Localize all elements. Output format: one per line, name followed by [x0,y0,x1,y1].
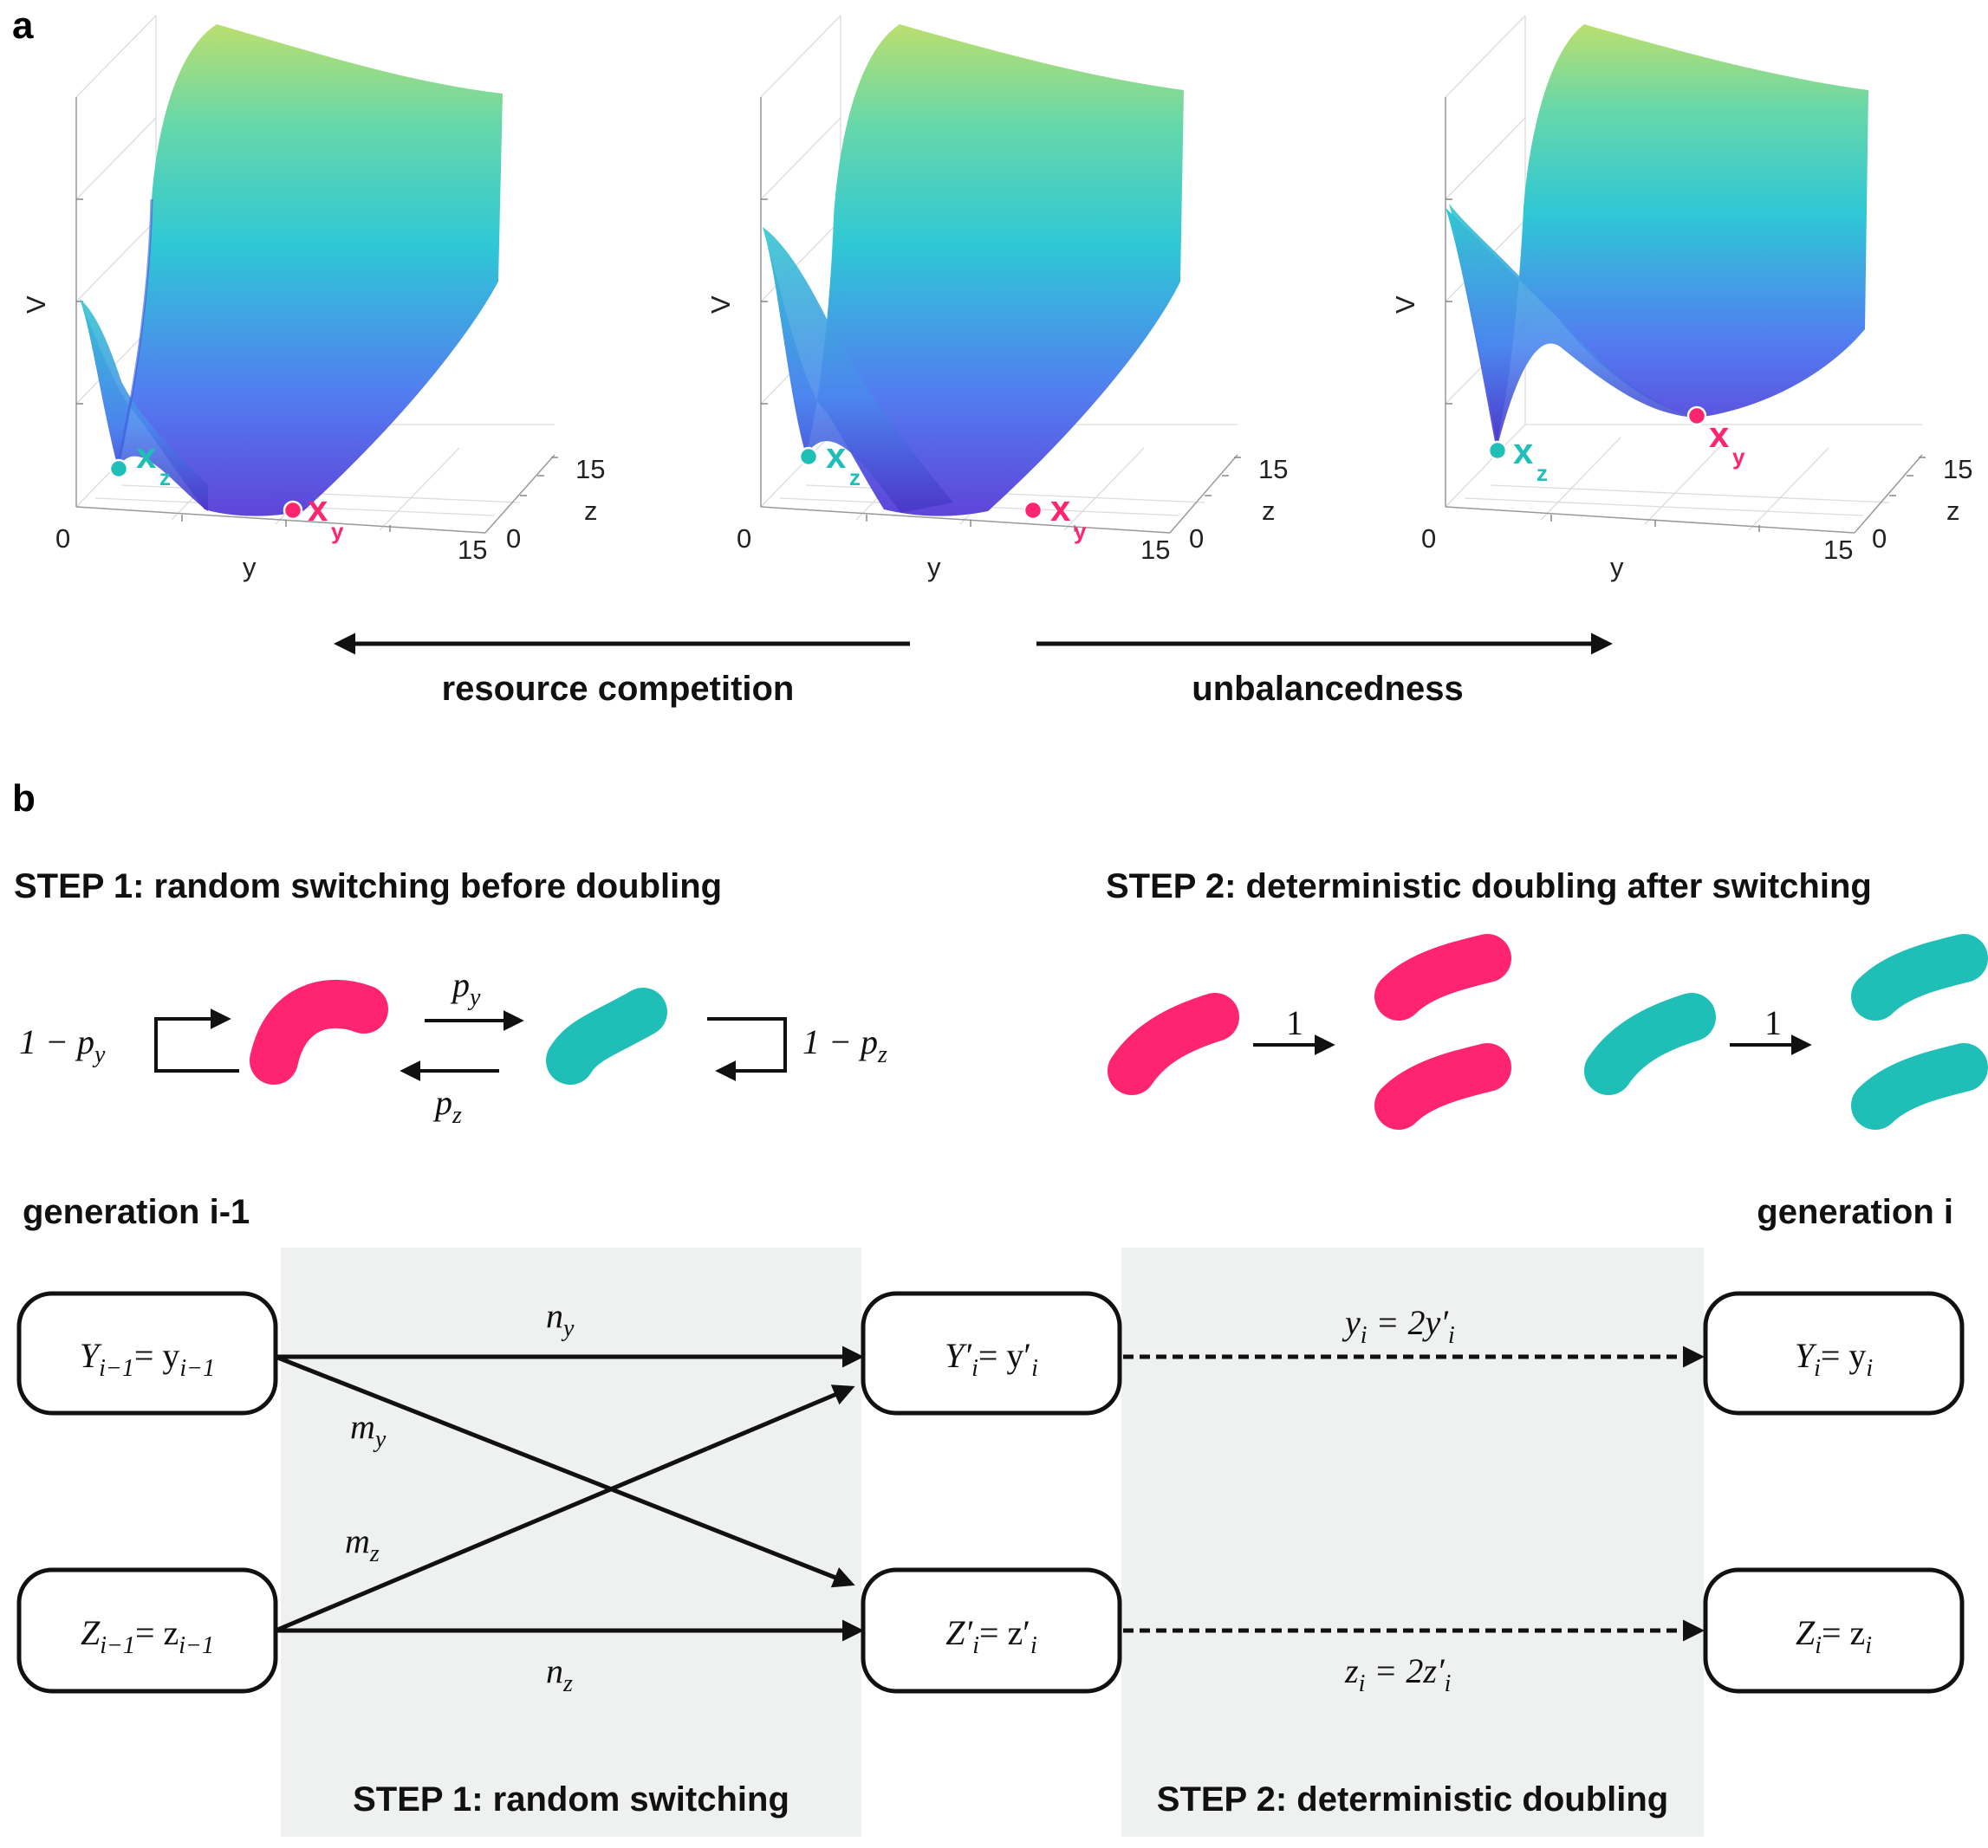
switch-py-label: py [450,965,481,1011]
svg-text:y: y [1732,444,1745,470]
stay-y-prob: 1 − py [19,1022,106,1068]
generation-next-label: generation i [1757,1193,1953,1231]
svg-text:Z′i= z′i: Z′i= z′i [945,1613,1037,1659]
cell-y-daughter-icon [1374,1043,1511,1130]
doubling-y-equation: yi = 2y′i [1342,1303,1455,1349]
doubling-rate-y: 1 [1286,1003,1303,1042]
attractor-xz-label: x [136,435,157,476]
axis-v-label: V [21,295,51,314]
switch-pz-label: pz [432,1083,462,1129]
cell-z-daughter-icon [1851,1043,1988,1130]
doubling-rate-z: 1 [1764,1003,1782,1042]
axis-z-tick-max: 15 [1943,454,1972,484]
step2-region [1121,1248,1704,1837]
svg-text:y: y [331,518,344,544]
attractor-xz-label: x [826,435,847,476]
attractor-xz-marker [108,458,129,479]
axis-y-tick-min: 0 [55,523,70,554]
cell-z-parent-icon [1584,993,1716,1095]
cell-y-daughter-icon [1374,934,1511,1021]
stay-z-prob: 1 − pz [802,1022,887,1068]
panel-b-label: b [12,777,36,820]
box-Y-mid: Y′i= y′i [861,1291,1122,1416]
step2-title: STEP 2: deterministic doubling after swi… [1106,867,1872,905]
axis-z-label: z [1946,496,1960,526]
svg-text:Yi−1= yi−1: Yi−1= yi−1 [80,1336,215,1382]
box-Y-prev: Yi−1= yi−1 [16,1291,278,1416]
resource-competition-label: resource competition [442,670,795,708]
attractor-xy-label: x [1050,488,1071,528]
svg-text:y: y [1074,518,1087,544]
axis-v-label: V [1390,295,1420,314]
cell-y-icon [250,979,388,1085]
attractor-xz-label: x [1513,431,1534,471]
axis-y-label: y [243,552,257,582]
axis-y-tick-max: 15 [458,535,487,565]
axis-y-label: y [927,552,941,582]
stay-z-loop-arrow [707,1017,787,1081]
edge-ny-label: ny [546,1296,575,1342]
landscape-plot-1: x z x y V 0 y 15 0 z 15 [21,15,605,582]
svg-text:z: z [849,464,861,490]
edge-my-label: my [350,1407,387,1453]
step2-region-label: STEP 2: deterministic doubling [1157,1780,1668,1819]
axis-y-tick-max: 15 [1140,535,1170,565]
svg-text:Zi−1= zi−1: Zi−1= zi−1 [81,1613,214,1659]
edge-mz-arrow [275,1384,855,1633]
axis-v-label: V [705,295,736,314]
unbalancedness-label: unbalancedness [1192,670,1463,708]
box-Z-next: Zi= zi [1703,1567,1965,1694]
axis-z-label: z [1262,496,1276,526]
landscape-plot-3: x z x y V 0 y 15 0 z 15 [1390,15,1972,582]
svg-text:z: z [159,464,171,490]
box-Z-mid: Z′i= z′i [861,1567,1122,1694]
box-Z-prev: Zi−1= zi−1 [16,1567,278,1694]
landscape-plot-2: x z x y V 0 y 15 0 z 15 [705,15,1288,582]
edge-mz-label: mz [345,1521,380,1567]
axis-z-tick-max: 15 [575,454,605,484]
svg-text:Zi= zi: Zi= zi [1796,1613,1872,1659]
axis-z-tick-min: 0 [506,523,521,554]
svg-text:z: z [1536,460,1548,486]
axis-z-tick-min: 0 [1189,523,1204,554]
svg-text:Yi= yi: Yi= yi [1795,1336,1873,1382]
edge-nz-label: nz [546,1651,573,1697]
cell-z-icon [546,988,667,1085]
cell-z-daughter-icon [1851,934,1988,1021]
panel-a-label: a [12,4,34,47]
axis-z-label: z [584,496,598,526]
attractor-xy-marker [283,500,303,521]
attractor-xz-marker [798,446,819,467]
attractor-xy-label: x [308,488,328,528]
axis-y-tick-max: 15 [1823,535,1853,565]
step1-region [281,1248,861,1837]
attractor-xy-label: x [1709,414,1730,455]
stay-y-loop-arrow [154,1008,239,1073]
box-Y-next: Yi= yi [1703,1291,1965,1416]
doubling-z-equation: zi = 2z′i [1344,1651,1451,1697]
attractor-xy-marker [1023,500,1043,521]
step1-title: STEP 1: random switching before doubling [14,867,722,905]
attractor-xz-marker [1487,440,1508,461]
step1-region-label: STEP 1: random switching [353,1780,789,1819]
cell-y-parent-icon [1108,993,1239,1095]
attractor-xy-marker [1686,405,1707,426]
generation-prev-label: generation i-1 [23,1193,250,1231]
axis-y-label: y [1610,552,1624,582]
svg-text:Y′i= y′i: Y′i= y′i [945,1336,1038,1382]
edge-my-arrow [275,1354,855,1588]
axis-z-tick-max: 15 [1258,454,1288,484]
axis-y-tick-min: 0 [1421,523,1436,554]
axis-y-tick-min: 0 [737,523,751,554]
axis-z-tick-min: 0 [1872,523,1887,554]
